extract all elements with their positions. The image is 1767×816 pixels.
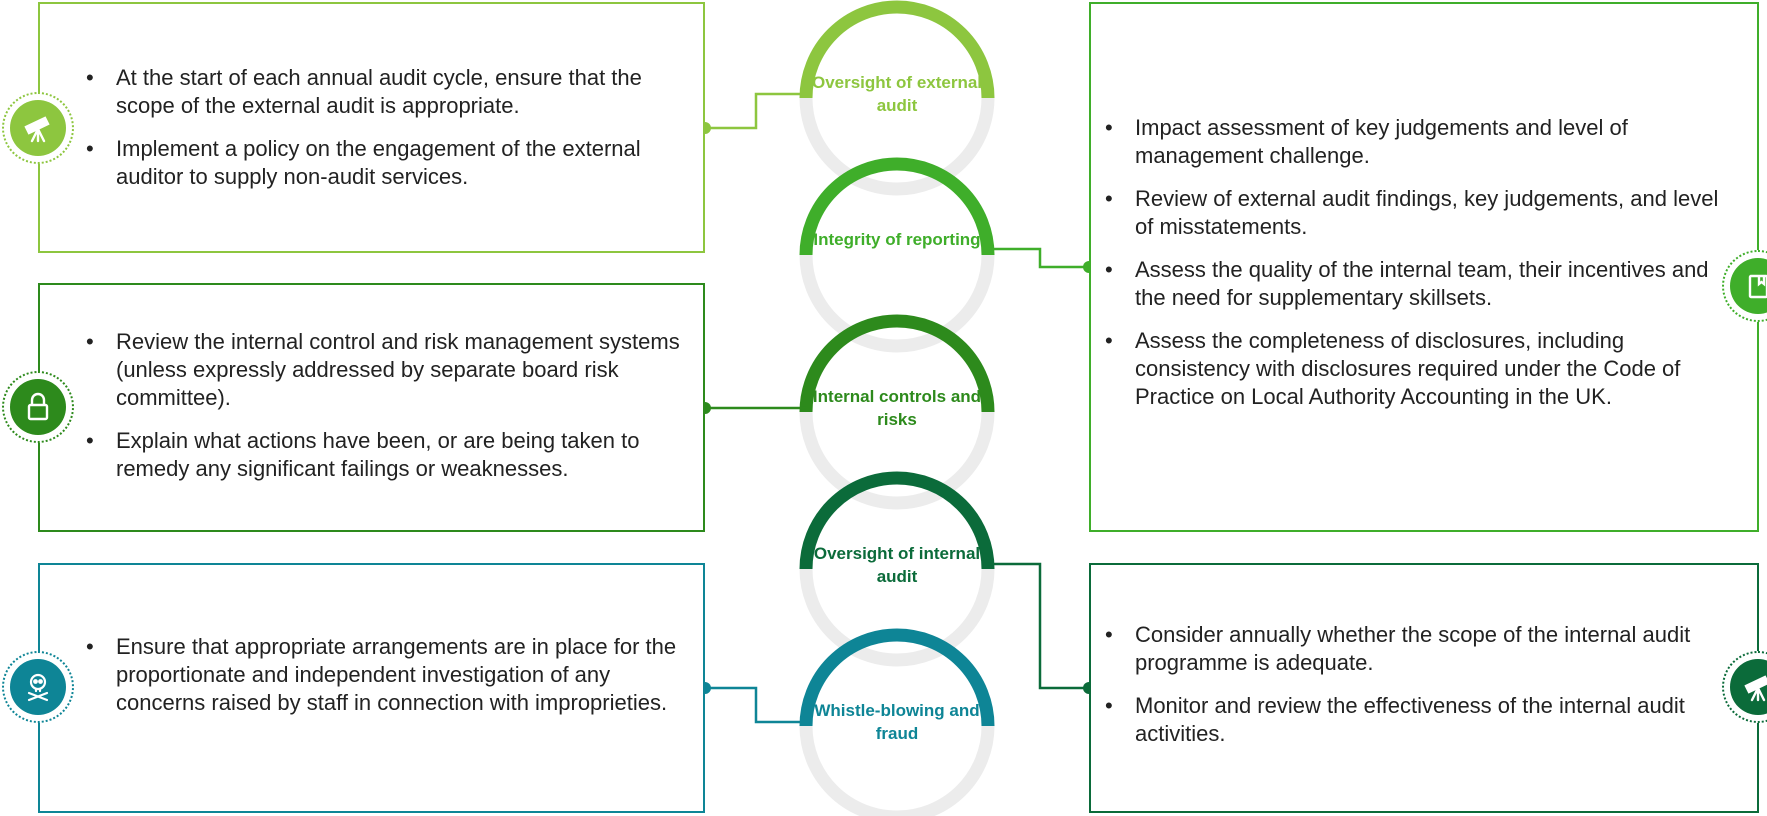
connector-line <box>988 562 1089 690</box>
ring-track <box>799 568 995 667</box>
connector-line <box>988 247 1089 269</box>
reporting-box: Impact assessment of key judgements and … <box>1089 2 1759 532</box>
pillar-arc <box>799 157 995 256</box>
ring-track <box>799 254 995 353</box>
pillar-label-internal-audit: Oversight of internal audit <box>813 544 981 586</box>
pillar-label-internal-controls: Internal controls and risks <box>812 387 982 429</box>
list-item: Review the internal control and risk man… <box>86 328 691 412</box>
telescope-icon <box>1722 651 1767 723</box>
skull-crossbones-icon <box>2 651 74 723</box>
pillar-arc <box>799 628 995 727</box>
list-item: Ensure that appropriate arrangements are… <box>86 633 691 717</box>
pillar-arc <box>799 314 995 413</box>
list-item: Implement a policy on the engagement of … <box>86 135 691 191</box>
telescope-icon <box>2 92 74 164</box>
whistleblowing-box: Ensure that appropriate arrangements are… <box>38 563 705 813</box>
list-item: Monitor and review the effectiveness of … <box>1105 692 1727 748</box>
pillar-label-external-audit: Oversight of external audit <box>811 73 983 115</box>
list-item: Explain what actions have been, or are b… <box>86 427 691 483</box>
list-item: Assess the completeness of disclosures, … <box>1105 327 1727 411</box>
pillar-label-whistleblowing: Whistle-blowing and fraud <box>814 701 980 743</box>
ring-track <box>799 411 995 510</box>
pillar-arc <box>799 0 995 99</box>
external-audit-box: At the start of each annual audit cycle,… <box>38 2 705 253</box>
pillar-arc <box>799 471 995 570</box>
lock-icon <box>2 371 74 443</box>
list-item: At the start of each annual audit cycle,… <box>86 64 691 120</box>
ring-track <box>799 725 995 816</box>
connector-line <box>705 686 806 724</box>
internal-controls-box: Review the internal control and risk man… <box>38 283 705 532</box>
list-item: Consider annually whether the scope of t… <box>1105 621 1727 677</box>
list-item: Impact assessment of key judgements and … <box>1105 114 1727 170</box>
ring-track <box>799 97 995 196</box>
internal-audit-box: Consider annually whether the scope of t… <box>1089 563 1759 813</box>
list-item: Assess the quality of the internal team,… <box>1105 256 1727 312</box>
list-item: Review of external audit findings, key j… <box>1105 185 1727 241</box>
connector-line <box>705 92 806 130</box>
pillar-label-reporting: Integrity of reporting <box>813 230 981 249</box>
